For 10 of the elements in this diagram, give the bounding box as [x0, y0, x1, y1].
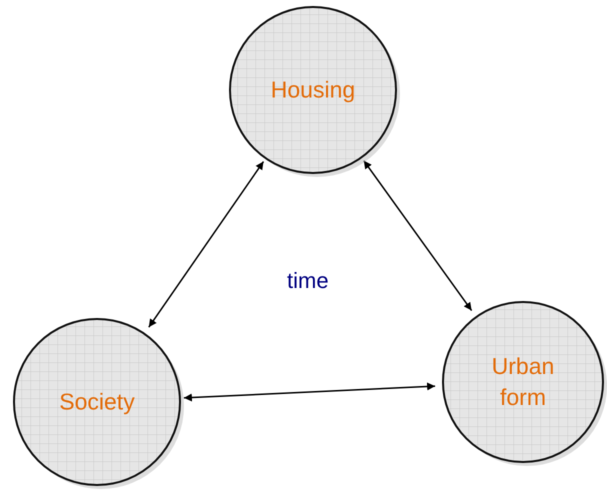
annotation-text: time [287, 268, 329, 294]
circle-node [13, 318, 181, 486]
double-arrow [184, 382, 436, 402]
circle-node [442, 301, 604, 463]
circle-node [229, 6, 397, 174]
node-label: Urban form [490, 352, 556, 412]
double-arrow [148, 161, 264, 328]
node-label: Housing [270, 75, 356, 104]
node-label: Society [58, 387, 136, 416]
double-arrow [363, 160, 472, 311]
